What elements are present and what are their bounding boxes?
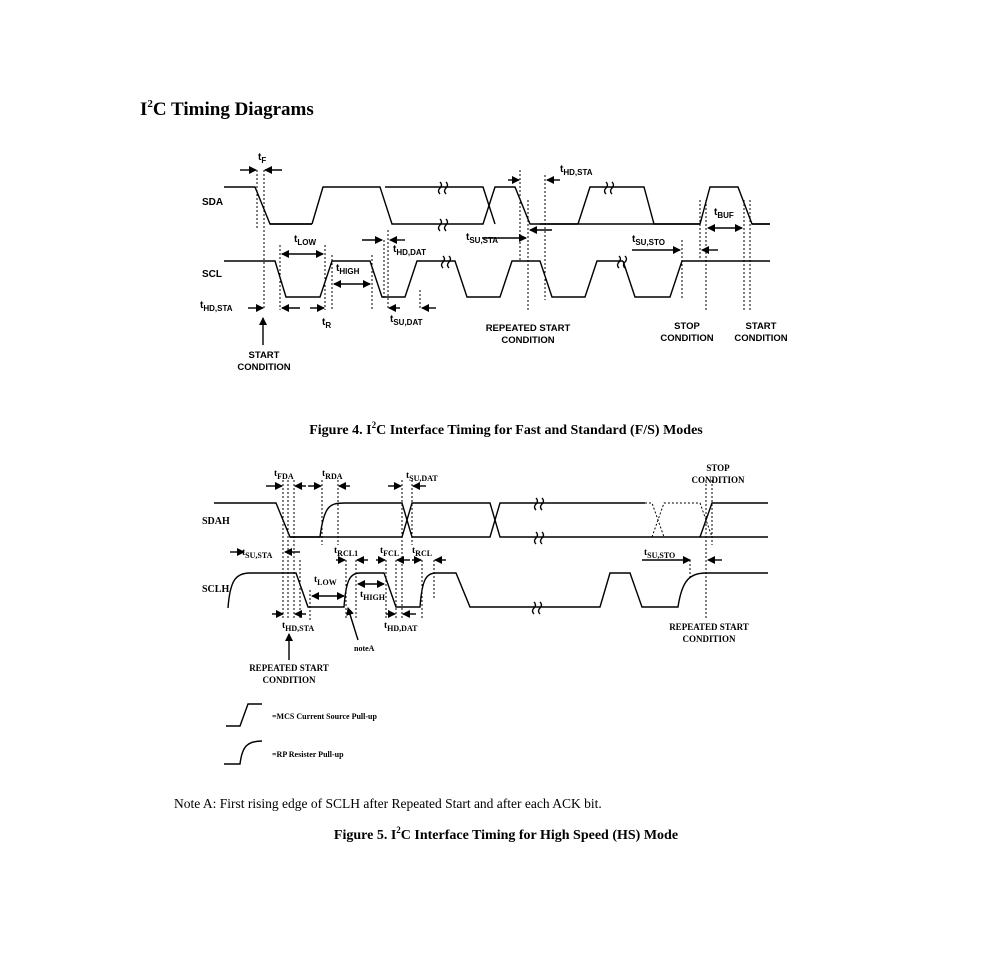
- fig4-reference-lines: [256, 170, 751, 310]
- t-fcl-label: tFCL: [380, 546, 399, 558]
- scl-signal-label: SCL: [202, 269, 222, 280]
- t-su-sta-label: tSU,STA: [466, 232, 498, 245]
- t-low-label: tLOW: [294, 234, 316, 247]
- t-su-dat-label: tSU,DAT: [390, 314, 423, 327]
- t-rda-label: tRDA: [322, 469, 343, 481]
- figure-4-diagram: SDA SCL: [200, 152, 788, 373]
- repeated-start-left-label-2: CONDITION: [262, 675, 316, 685]
- repeated-start-left-label: REPEATED START: [249, 663, 329, 673]
- fig4-condition-labels: START CONDITION REPEATED START CONDITION…: [237, 321, 787, 373]
- t-high-label-hs: tHIGH: [360, 590, 386, 602]
- start-condition-label: START: [249, 350, 280, 361]
- t-rcl-label: tRCL: [412, 546, 432, 558]
- t-low-label-hs: tLOW: [314, 575, 337, 587]
- stop-condition-label-hs-2: CONDITION: [691, 475, 745, 485]
- figure-5-diagram: SDAH SCLH: [202, 463, 768, 765]
- start-right-label-2: CONDITION: [734, 333, 787, 344]
- figure-4-caption: Figure 4. I2C Interface Timing for Fast …: [309, 420, 703, 438]
- fig5-timing-labels: tFDA tRDA tSU,DAT tSU,STA tRCL1 tFCL tRC…: [242, 469, 675, 653]
- rp-pullup-symbol: [224, 740, 263, 765]
- sda-signal-label: SDA: [202, 197, 223, 208]
- t-r-label: tR: [322, 317, 331, 330]
- t-hd-sta-left-label: tHD,STA: [200, 300, 233, 313]
- rp-pullup-label: =RP Resister Pull-up: [272, 750, 344, 759]
- t-su-dat-label-hs: tSU,DAT: [406, 471, 438, 483]
- stop-condition-label-2: CONDITION: [660, 333, 713, 344]
- t-hd-dat-label-hs: tHD,DAT: [384, 621, 418, 633]
- mcs-pullup-label: =MCS Current Source Pull-up: [272, 712, 377, 721]
- t-su-sto-label-hs: tSU,STO: [644, 548, 675, 560]
- note-a-marker: noteA: [354, 644, 375, 653]
- scl-waveform: [224, 255, 770, 298]
- stop-condition-label: STOP: [674, 321, 700, 332]
- repeated-start-label-2: CONDITION: [501, 335, 554, 346]
- t-rcl1-label: tRCL1: [334, 546, 358, 558]
- sdah-waveform: [214, 497, 768, 545]
- fig4-timing-labels: tF tHD,STA tLOW tHD,DAT tSU,STA tSU,STO …: [200, 152, 734, 330]
- repeated-start-label: REPEATED START: [486, 323, 571, 334]
- t-hd-dat-label: tHD,DAT: [393, 244, 426, 257]
- note-a-text: Note A: First rising edge of SCLH after …: [174, 796, 602, 811]
- t-hd-sta-label-hs: tHD,STA: [282, 621, 314, 633]
- start-condition-label-2: CONDITION: [237, 362, 290, 373]
- fig5-legend: =MCS Current Source Pull-up =RP Resister…: [224, 703, 377, 765]
- fig4-timing-arrows: [240, 166, 743, 345]
- t-f-label: tF: [258, 152, 266, 165]
- sdah-signal-label: SDAH: [202, 516, 230, 527]
- t-su-sto-label: tSU,STO: [632, 234, 665, 247]
- repeated-start-right-label-2: CONDITION: [682, 634, 736, 644]
- mcs-pullup-symbol: [226, 703, 262, 727]
- sda-waveform: [224, 181, 770, 232]
- section-title: I2C Timing Diagrams: [140, 98, 314, 120]
- fig5-timing-arrows: [230, 482, 722, 660]
- t-high-label: tHIGH: [336, 263, 360, 276]
- start-right-label: START: [746, 321, 777, 332]
- fig5-condition-labels: STOP CONDITION REPEATED START CONDITION …: [249, 463, 749, 685]
- repeated-start-right-label: REPEATED START: [669, 622, 749, 632]
- sclh-waveform: [227, 572, 768, 615]
- t-fda-label: tFDA: [274, 469, 294, 481]
- t-su-sta-label-hs: tSU,STA: [242, 548, 273, 560]
- figure-5-caption: Figure 5. I2C Interface Timing for High …: [334, 825, 678, 843]
- t-hd-sta-top-label: tHD,STA: [560, 164, 593, 177]
- stop-condition-label-hs: STOP: [706, 463, 730, 473]
- sclh-signal-label: SCLH: [202, 584, 229, 595]
- t-buf-label: tBUF: [714, 207, 734, 220]
